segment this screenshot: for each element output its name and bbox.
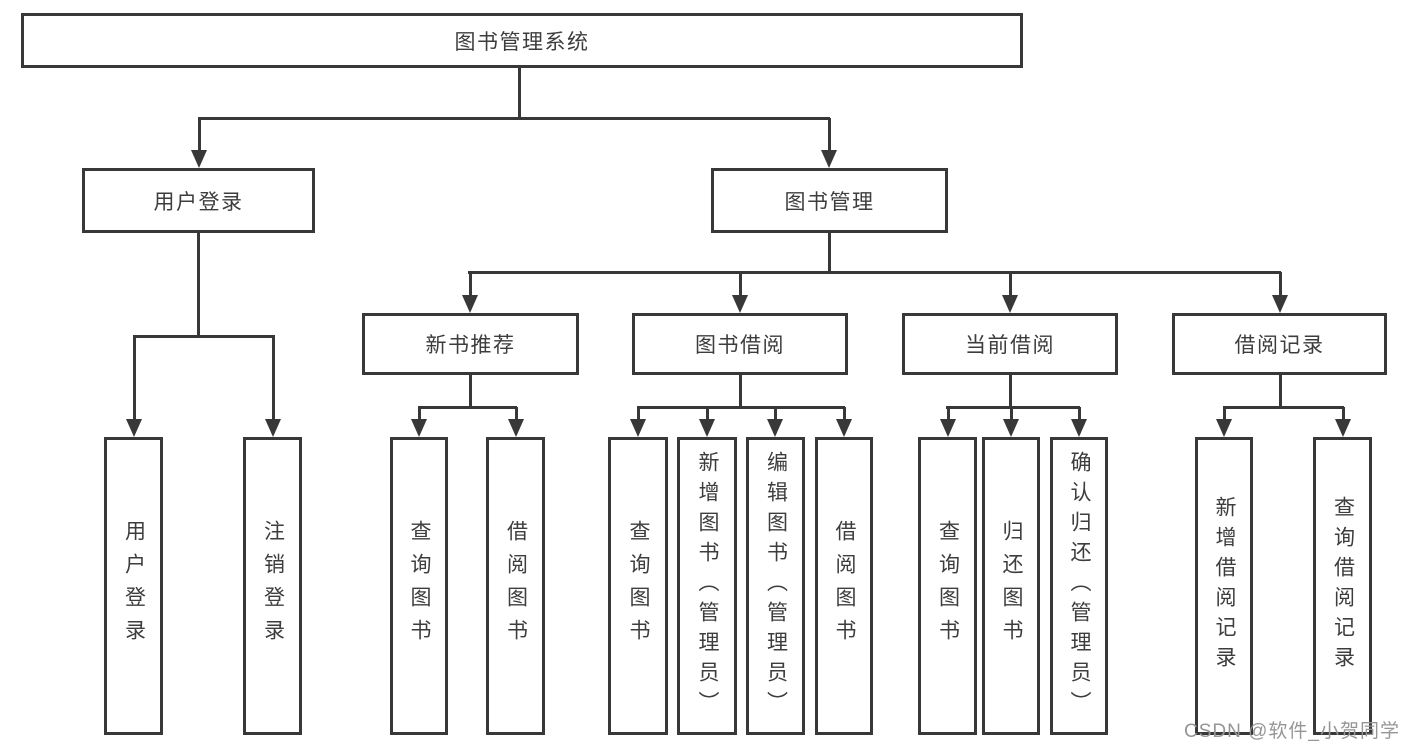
arrow-down-to-current-borrowing (1002, 272, 1018, 313)
arrow-shaft (946, 407, 950, 422)
leaf-logout-login: 注销登录 (243, 437, 302, 735)
arrow-shaft (468, 272, 472, 298)
arrowhead-icon (1071, 419, 1087, 437)
arrow-shaft (705, 407, 709, 422)
arrow-down-to-book-borrowing (732, 272, 748, 313)
connector-rail-book-borrowing (637, 406, 845, 409)
arrowhead-icon (767, 419, 783, 437)
arrowhead-icon (1216, 419, 1232, 437)
arrow-shaft (1341, 407, 1345, 422)
arrowhead-icon (191, 150, 207, 168)
connector-rail-root (198, 117, 830, 120)
arrow-shaft (417, 407, 421, 422)
arrow-shaft (514, 407, 518, 422)
arrow-down-to-borrowing-records (1272, 272, 1288, 313)
connector-rail-new-book-recommend (418, 406, 517, 409)
arrow-shaft (738, 272, 742, 298)
leaf-return-books: 归还图书 (982, 437, 1040, 735)
arrow-down-to-leaf-user-login (126, 336, 142, 437)
leaf-query-books-borrowing: 查询图书 (608, 437, 668, 735)
connector-rail-current-borrowing (946, 406, 1080, 409)
arrow-shaft (773, 407, 777, 422)
arrow-down-to-new-book-recommend (462, 272, 478, 313)
arrowhead-icon (732, 295, 748, 313)
arrow-shaft (827, 118, 831, 153)
connector-stem-borrowing-records (1279, 373, 1282, 408)
arrowhead-icon (699, 419, 715, 437)
arrow-shaft (132, 336, 136, 422)
arrow-shaft (1009, 407, 1013, 422)
node-library-management-system: 图书管理系统 (21, 13, 1023, 68)
arrowhead-icon (462, 295, 478, 313)
node-new-book-recommend: 新书推荐 (362, 313, 579, 375)
arrow-shaft (271, 336, 275, 422)
arrowhead-icon (1003, 419, 1019, 437)
node-borrowing-records: 借阅记录 (1172, 313, 1387, 375)
arrowhead-icon (821, 150, 837, 168)
arrowhead-icon (508, 419, 524, 437)
arrowhead-icon (1335, 419, 1351, 437)
connector-rail-borrowing-records (1223, 406, 1344, 409)
connector-stem-user-login (197, 231, 200, 337)
arrow-down-to-leaf (508, 407, 524, 437)
connector-rail-book-management (468, 271, 1281, 274)
arrow-down-to-user-login (191, 118, 207, 168)
arrow-shaft (1077, 407, 1081, 422)
leaf-query-borrow-record: 查询借阅记录 (1313, 437, 1372, 735)
leaf-add-books-admin: 新增图书（管理员） (677, 437, 737, 735)
arrowhead-icon (265, 419, 281, 437)
arrow-down-to-leaf (630, 407, 646, 437)
node-book-borrowing: 图书借阅 (632, 313, 848, 375)
csdn-watermark: CSDN @软件_小贺同学 (1184, 721, 1400, 742)
arrow-shaft (197, 118, 201, 153)
connector-rail-user-login (133, 335, 275, 338)
connector-stem-book-borrowing (739, 373, 742, 408)
arrow-down-to-leaf (1216, 407, 1232, 437)
leaf-add-borrow-record: 新增借阅记录 (1195, 437, 1253, 735)
leaf-query-books-current: 查询图书 (918, 437, 977, 735)
arrow-down-to-leaf (1335, 407, 1351, 437)
arrow-down-to-leaf (836, 407, 852, 437)
connector-stem-book-management (828, 231, 831, 273)
leaf-borrow-books-borrowing: 借阅图书 (815, 437, 873, 735)
arrow-shaft (1278, 272, 1282, 298)
node-user-login: 用户登录 (82, 168, 315, 233)
leaf-query-books-recommend: 查询图书 (390, 437, 448, 735)
arrowhead-icon (1272, 295, 1288, 313)
arrow-shaft (1008, 272, 1012, 298)
leaf-user-login: 用户登录 (104, 437, 163, 735)
arrowhead-icon (630, 419, 646, 437)
arrow-shaft (636, 407, 640, 422)
arrow-down-to-leaf (940, 407, 956, 437)
arrow-down-to-leaf (411, 407, 427, 437)
arrow-down-to-leaf-logout (265, 336, 281, 437)
leaf-confirm-return-admin: 确认归还（管理员） (1050, 437, 1108, 735)
connector-stem-new-book-recommend (469, 373, 472, 408)
arrowhead-icon (126, 419, 142, 437)
arrow-down-to-leaf (767, 407, 783, 437)
arrowhead-icon (940, 419, 956, 437)
arrow-shaft (842, 407, 846, 422)
connector-stem-root (518, 66, 521, 119)
arrow-down-to-leaf (699, 407, 715, 437)
node-book-management: 图书管理 (711, 168, 948, 233)
leaf-edit-books-admin: 编辑图书（管理员） (746, 437, 805, 735)
arrowhead-icon (1002, 295, 1018, 313)
arrow-shaft (1222, 407, 1226, 422)
arrow-down-to-book-management (821, 118, 837, 168)
node-current-borrowing: 当前借阅 (902, 313, 1118, 375)
connector-stem-current-borrowing (1009, 373, 1012, 408)
leaf-borrow-books-recommend: 借阅图书 (486, 437, 545, 735)
arrowhead-icon (411, 419, 427, 437)
arrow-down-to-leaf (1071, 407, 1087, 437)
arrow-down-to-leaf (1003, 407, 1019, 437)
arrowhead-icon (836, 419, 852, 437)
